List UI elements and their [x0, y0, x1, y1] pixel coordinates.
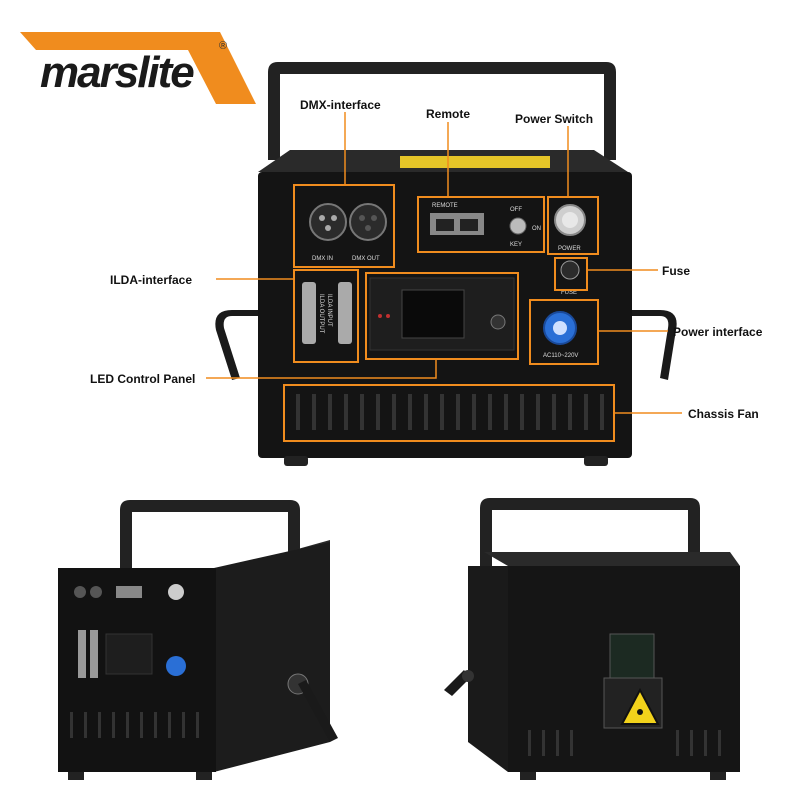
ac-rating-label: AC110~220V: [543, 353, 578, 359]
logo-swoosh-shape: [20, 32, 256, 104]
box-ilda: [293, 269, 359, 363]
ilda-output-connector: [302, 282, 316, 344]
side-lever-right: [632, 310, 677, 380]
side-lever-left: [215, 310, 258, 380]
side-panel-left: [468, 566, 508, 772]
dmx-in-connector: [309, 203, 347, 241]
device-angled-rear-view: [58, 500, 338, 780]
fuse-holder: [560, 260, 580, 280]
ilda-input-label: ILDA INPUT: [326, 294, 332, 327]
warning-sticker: [400, 156, 550, 168]
device-angled-front-view: [444, 498, 740, 780]
callout-power-switch: Power Switch: [515, 112, 594, 126]
remote-port-label: REMOTE: [432, 203, 458, 209]
power-label: POWER: [558, 246, 581, 252]
registered-mark: ®: [219, 40, 228, 52]
box-power-interface: [529, 299, 599, 365]
chassis-fan-vents: [296, 394, 604, 430]
key-switch: [509, 217, 527, 235]
box-led-panel: [365, 272, 519, 360]
callout-fuse: Fuse: [662, 264, 691, 278]
box-dmx: [293, 184, 395, 268]
foot-left: [284, 456, 308, 466]
callout-led-control-panel: LED Control Panel: [90, 372, 196, 386]
callout-power-interface: Power interface: [673, 325, 763, 339]
led-display-screen: [401, 289, 465, 339]
ilda-input-connector: [338, 282, 352, 344]
callout-chassis-fan: Chassis Fan: [688, 407, 759, 421]
key-label: KEY: [510, 242, 522, 248]
leader-lines: [206, 112, 682, 414]
dmx-out-label: DMX OUT: [352, 256, 380, 262]
callout-ilda-interface: ILDA-interface: [110, 273, 193, 287]
key-off-label: OFF: [510, 207, 522, 213]
fuse-label: FUSE: [561, 290, 577, 296]
box-remote: [417, 196, 545, 253]
box-power-switch: [547, 196, 599, 255]
control-knob: [490, 314, 506, 330]
dmx-out-connector: [349, 203, 387, 241]
logo-wordmark: marslite: [40, 48, 195, 97]
side-panel: [214, 542, 330, 772]
dmx-in-label: DMX IN: [312, 256, 333, 262]
callout-dmx-interface: DMX-interface: [300, 98, 381, 112]
laser-aperture: [609, 633, 655, 687]
callout-remote: Remote: [426, 107, 471, 121]
key-on-label: ON: [532, 226, 541, 232]
carry-handle: [268, 62, 616, 160]
ilda-output-label: ILDA OUTPUT: [318, 294, 324, 334]
laser-warning-sign: [620, 687, 660, 725]
box-fuse: [554, 257, 588, 291]
foot-right: [584, 456, 608, 466]
